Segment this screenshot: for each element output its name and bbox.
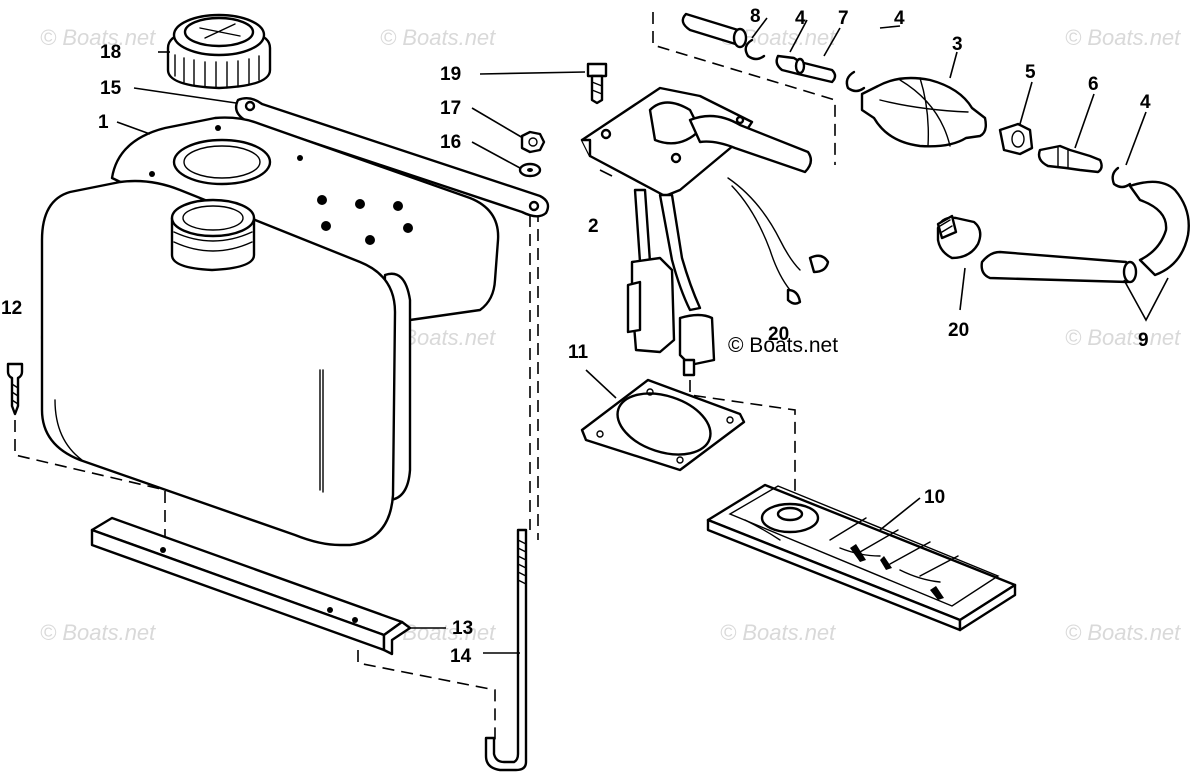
watermark: © Boats.net: [720, 620, 836, 645]
callout-4a: 4: [795, 8, 806, 29]
callout-7: 7: [838, 8, 849, 29]
callout-11: 11: [568, 342, 589, 363]
callout-5: 5: [1025, 62, 1036, 83]
watermark: © Boats.net: [380, 25, 496, 50]
hose-clip: [1111, 166, 1132, 189]
hose-clip: [845, 70, 866, 93]
callout-19: 19: [440, 64, 461, 85]
watermark: © Boats.net: [40, 620, 156, 645]
callout-4b: 4: [894, 8, 905, 29]
callout-10: 10: [924, 487, 945, 508]
hose-clip: [744, 38, 766, 61]
washer: [518, 162, 542, 178]
callout-14: 14: [450, 646, 472, 667]
fuel-hose-short: [681, 12, 748, 49]
j-bolt: [484, 528, 528, 772]
callout-8: 8: [750, 6, 761, 27]
callouts: 18 15 1 12 19 17 16 8 4 7 4 3 5 6 4 2 20…: [1, 6, 1151, 667]
filler-cap: [166, 13, 272, 90]
callout-9: 9: [1138, 330, 1149, 351]
primer-bulb: [860, 76, 988, 148]
screw: [6, 362, 24, 416]
watermark: © Boats.net: [1065, 25, 1181, 50]
fuel-pickup-assembly: [580, 86, 830, 377]
callout-1: 1: [98, 112, 109, 133]
callout-13: 13: [452, 618, 473, 639]
callout-20a: 20: [768, 324, 789, 345]
watermark: © Boats.net: [40, 25, 156, 50]
callout-6: 6: [1088, 74, 1099, 95]
bolt: [586, 62, 608, 105]
tank-strap: [234, 97, 550, 218]
callout-17: 17: [440, 98, 461, 119]
mounting-bracket: [90, 516, 412, 656]
callout-16: 16: [440, 132, 461, 153]
hose-clamp: [936, 214, 982, 260]
callout-3: 3: [952, 34, 963, 55]
nut: [520, 130, 546, 154]
callout-20b: 20: [948, 320, 969, 341]
filter-screen: [706, 483, 1017, 632]
watermark: © Boats.net: [1065, 325, 1181, 350]
callout-4c: 4: [1140, 92, 1151, 113]
fuel-hose: [980, 180, 1190, 284]
copyright-text: © Boats.net: [728, 334, 838, 357]
callout-12: 12: [1, 298, 22, 319]
watermark: © Boats.net: [1065, 620, 1181, 645]
leader-lines: [116, 17, 1169, 654]
gasket: [580, 378, 746, 472]
hose-fitting: [775, 54, 837, 84]
callout-18: 18: [100, 42, 121, 63]
fuel-tank: [40, 116, 500, 547]
callout-2: 2: [588, 216, 599, 237]
assembly-dash-lines: [14, 12, 836, 740]
callout-15: 15: [100, 78, 122, 99]
coupling-nut: [998, 122, 1034, 156]
hose-connector: [1037, 144, 1103, 174]
